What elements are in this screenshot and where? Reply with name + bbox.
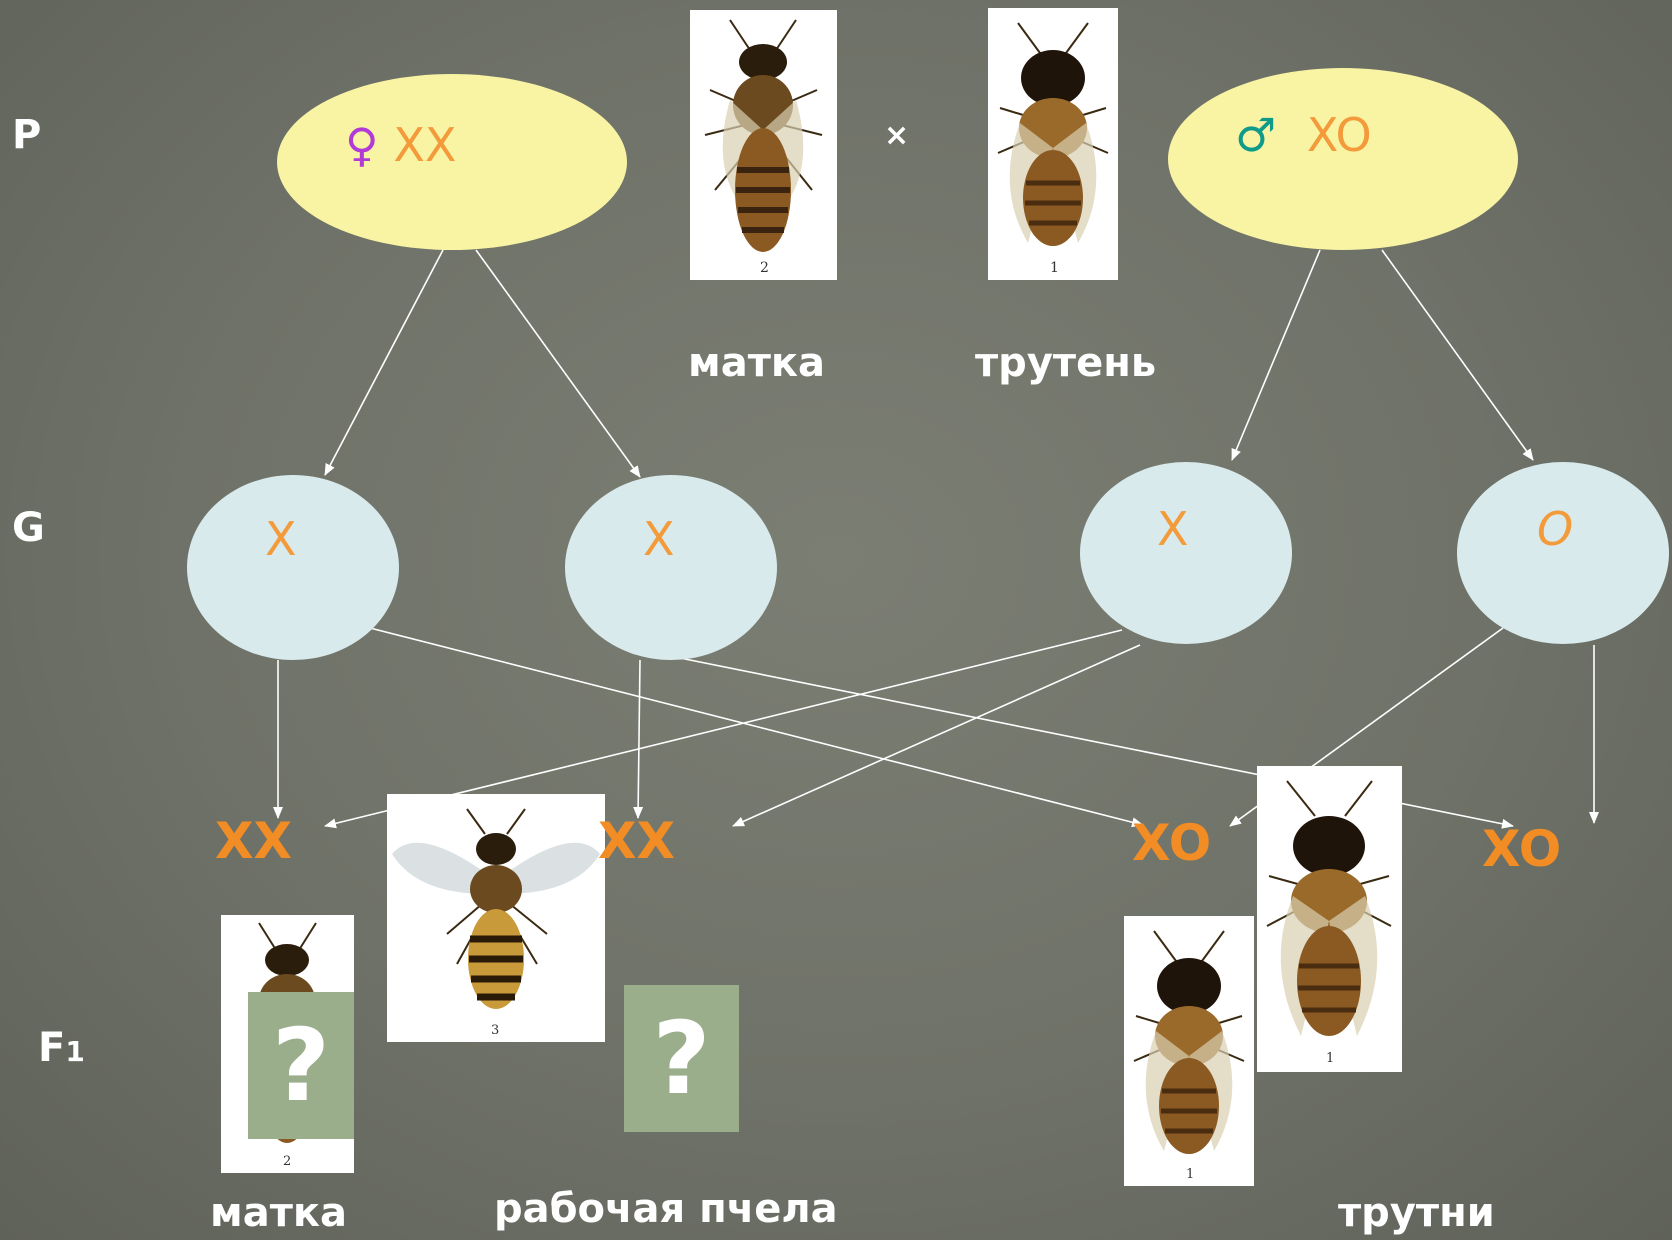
caption-drone: трутень	[975, 340, 1156, 386]
svg-text:3: 3	[491, 1023, 499, 1038]
gamete-2-label: X	[643, 512, 675, 566]
parent-male-genotype: ♂ XO	[1235, 108, 1372, 162]
gamete-3-label: X	[1157, 502, 1189, 556]
female-symbol-icon: ♀	[345, 118, 379, 172]
svg-text:1: 1	[1326, 1051, 1334, 1066]
svg-text:2: 2	[760, 260, 769, 276]
arrow-g2-to-f1-2	[638, 660, 640, 818]
queen-bee-image: 2	[690, 10, 837, 280]
arrow-female-to-gamete-1	[325, 250, 443, 475]
svg-text:1: 1	[1050, 260, 1059, 276]
worker-bee-image: 3	[387, 794, 605, 1042]
row-label-p: P	[12, 112, 41, 158]
gamete-1-label: X	[265, 512, 297, 566]
caption-f1-worker: рабочая пчела	[494, 1186, 838, 1232]
f1-genotype-2: XX	[598, 812, 675, 870]
parent-female-genotype: ♀ XX	[345, 118, 456, 172]
arrow-male-to-gamete-3	[1232, 250, 1320, 460]
male-symbol-icon: ♂	[1235, 108, 1276, 162]
gamete-1-ellipse	[187, 475, 399, 660]
cross-symbol: ×	[884, 118, 909, 153]
gamete-2-ellipse	[565, 475, 777, 660]
row-label-f1: F1	[38, 1025, 85, 1071]
f1-drone-bee-image-2: 1	[1124, 916, 1254, 1186]
f1-genotype-1: XX	[215, 812, 292, 870]
drone-bee-image: 1	[988, 8, 1118, 280]
f1-genotype-3: XO	[1132, 814, 1211, 872]
arrow-female-to-gamete-2	[476, 250, 640, 477]
caption-f1-queen: матка	[210, 1190, 347, 1236]
svg-text:1: 1	[1186, 1167, 1194, 1182]
caption-queen: матка	[688, 340, 825, 386]
row-label-g: G	[12, 505, 45, 551]
question-box-queen: ?	[248, 992, 354, 1139]
question-box-worker: ?	[624, 985, 739, 1132]
svg-text:2: 2	[283, 1154, 291, 1169]
gamete-4-label: O	[1537, 502, 1573, 556]
f1-drone-bee-image-1: 1	[1257, 766, 1402, 1072]
f1-genotype-4: XO	[1482, 820, 1561, 878]
arrow-male-to-gamete-4	[1382, 250, 1533, 460]
caption-f1-drones: трутни	[1338, 1190, 1495, 1236]
